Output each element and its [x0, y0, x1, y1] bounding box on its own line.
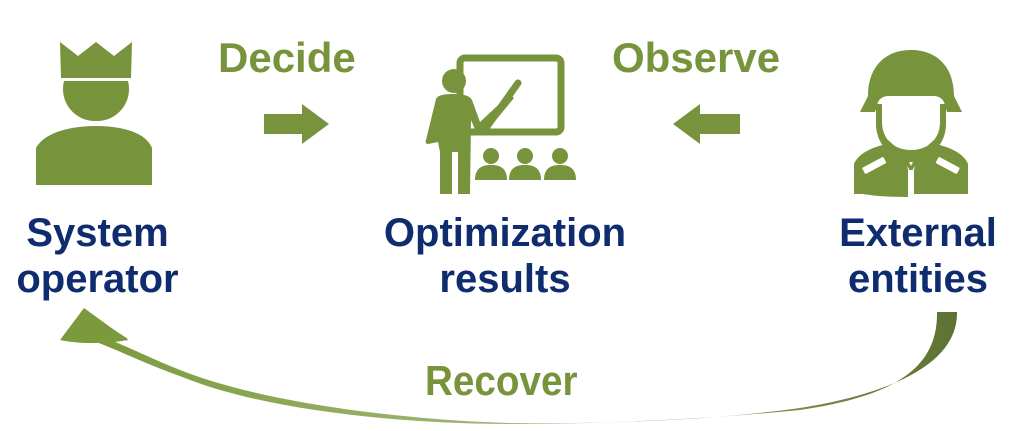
- node-label-line: entities: [847, 257, 989, 301]
- node-label-line: System: [26, 211, 169, 255]
- edge-label-observe: Observe: [612, 34, 781, 81]
- soldier-icon: [854, 50, 968, 199]
- node-label-line: results: [439, 257, 571, 301]
- arrow-right-icon: [264, 104, 329, 144]
- edge-label-decide: Decide: [218, 34, 356, 81]
- edge-label-recover: Recover: [425, 357, 578, 404]
- node-label-line: Optimization: [383, 211, 627, 255]
- node-label-system-operator: System operator: [0, 210, 195, 302]
- presenter-audience-icon: [425, 54, 576, 194]
- crowned-person-icon: [36, 42, 152, 185]
- node-label-external-entities: External entities: [818, 210, 1018, 302]
- node-label-optimization-results: Optimization results: [365, 210, 645, 302]
- node-label-line: External: [839, 211, 997, 255]
- node-label-line: operator: [16, 257, 179, 301]
- arrow-left-icon: [673, 104, 740, 144]
